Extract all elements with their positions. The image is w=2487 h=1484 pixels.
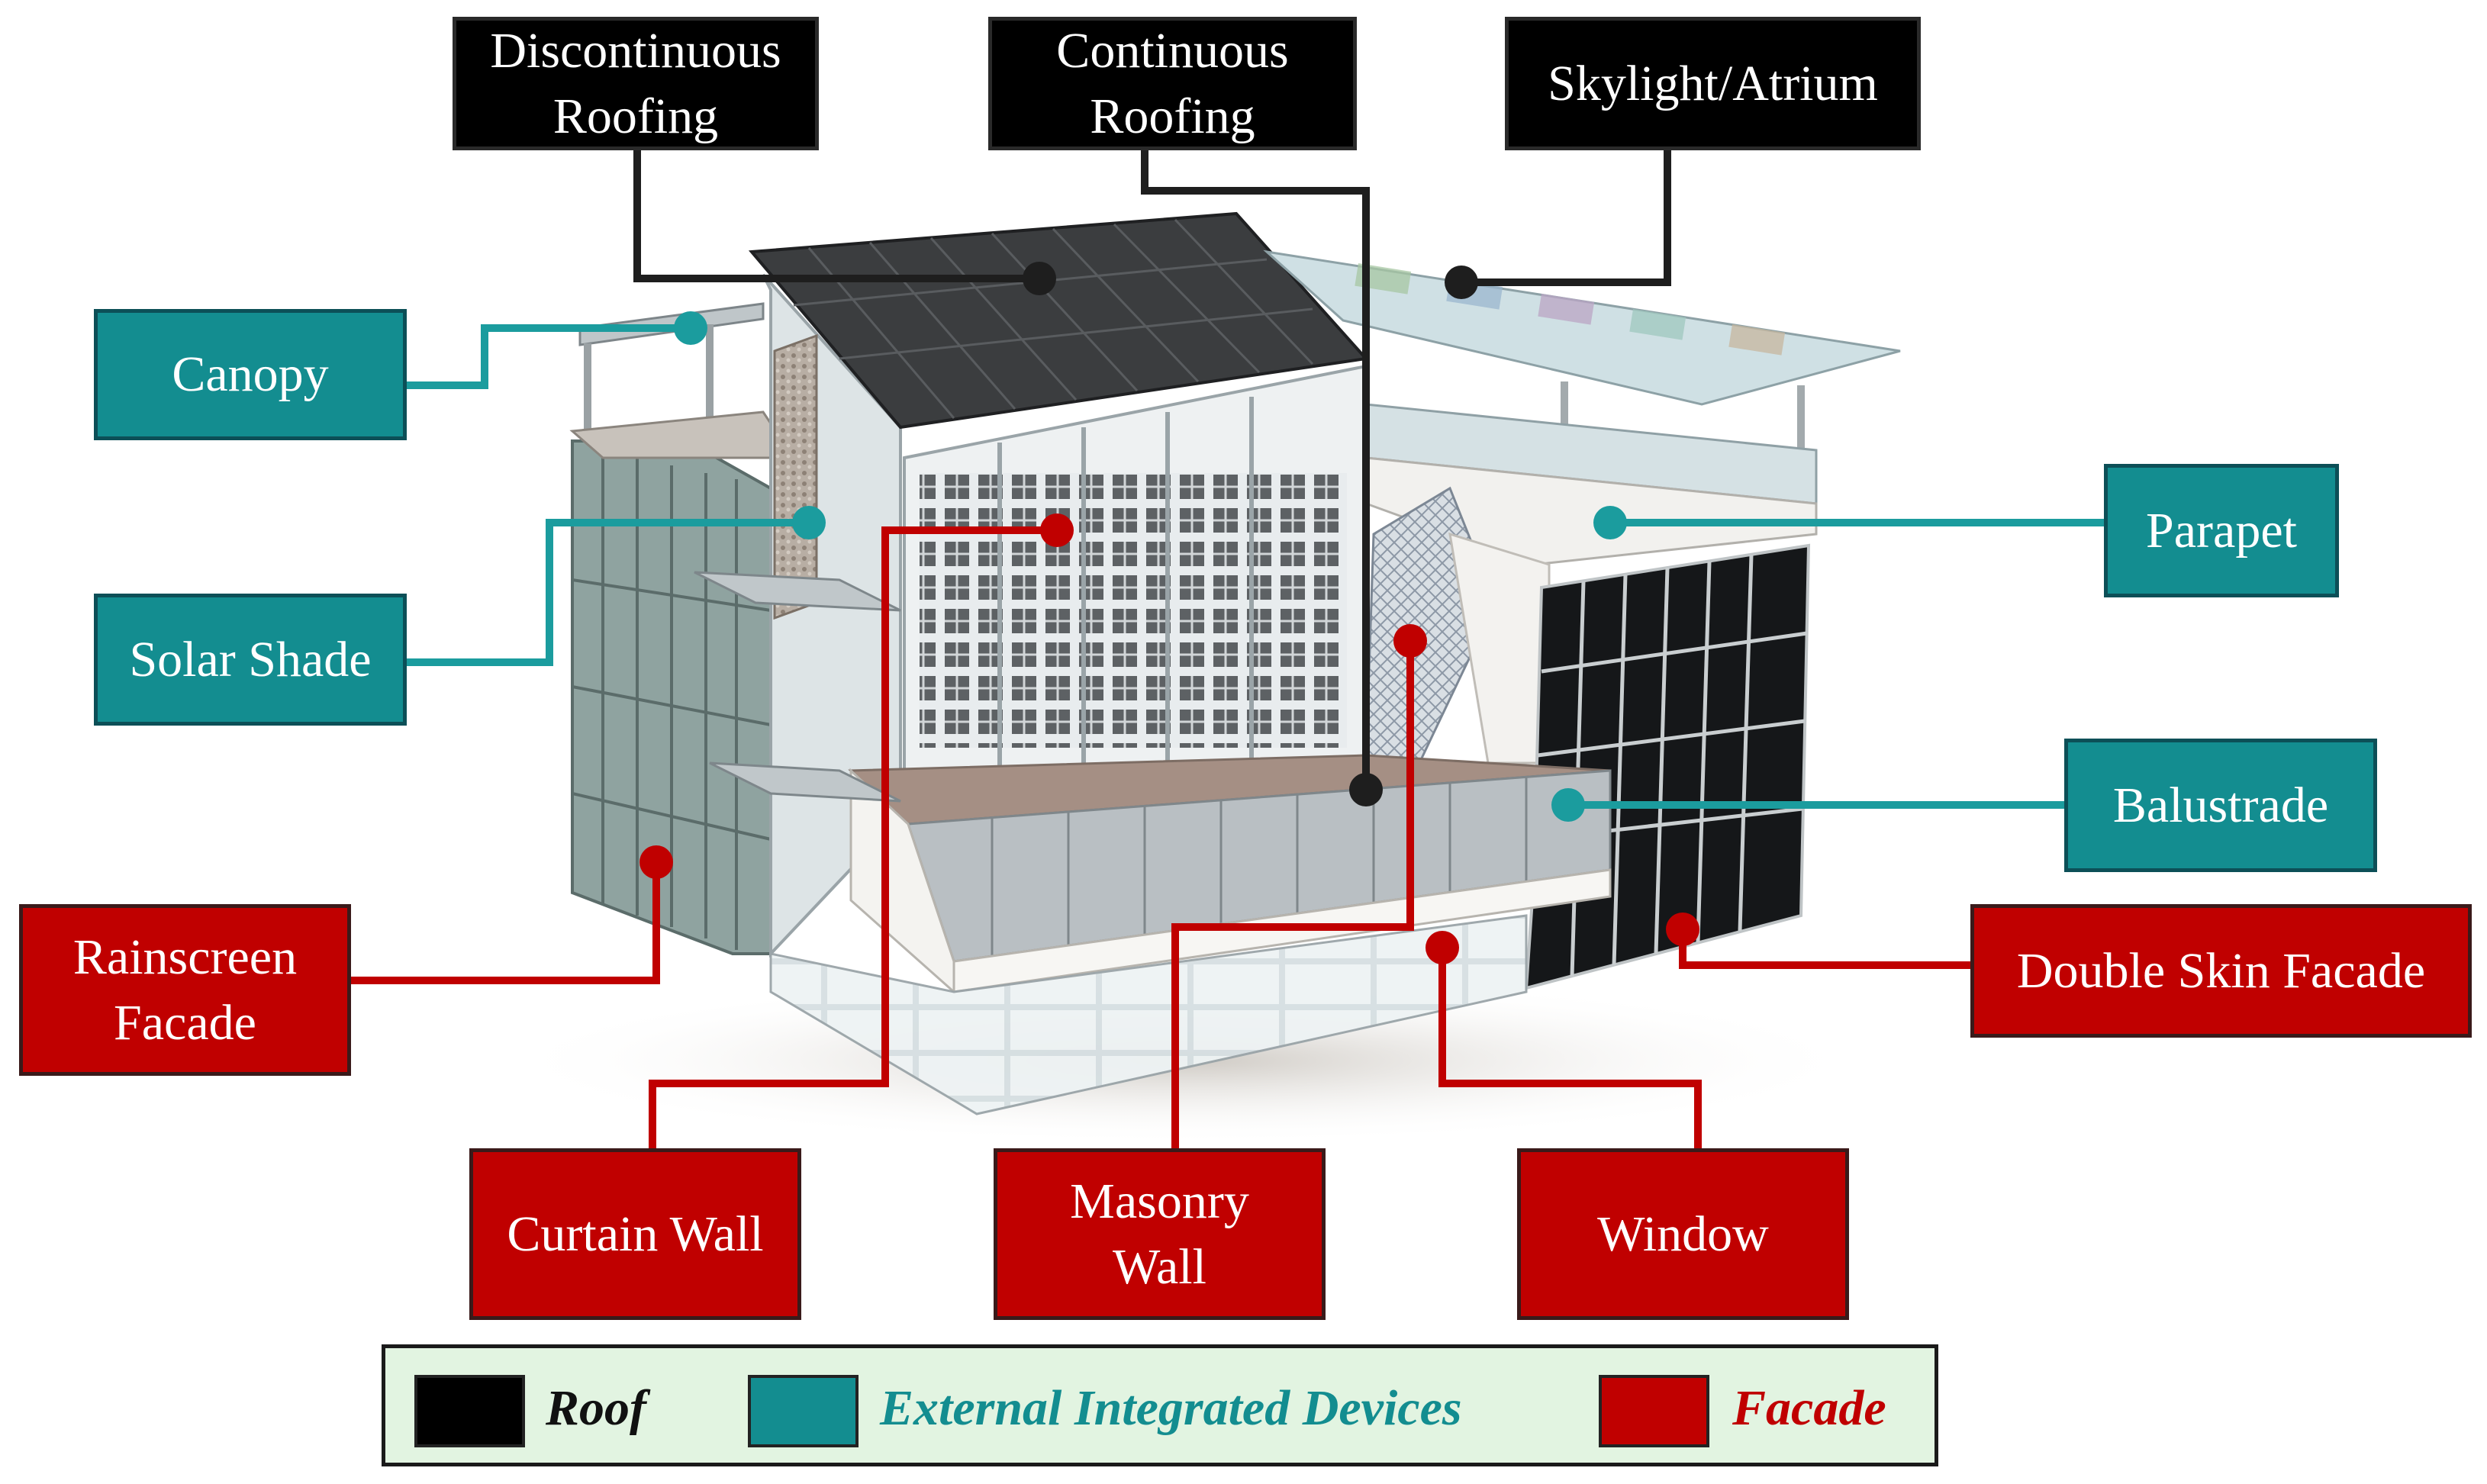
label-curtain-wall: Curtain Wall	[469, 1148, 801, 1320]
leader-window	[1438, 948, 1702, 1148]
legend-label-external-devices: External Integrated Devices	[880, 1380, 1462, 1436]
label-balustrade: Balustrade	[2064, 739, 2377, 872]
dot-solar-shade	[792, 506, 826, 539]
leader-curtain-wall	[649, 526, 1057, 1148]
legend-swatch-external-devices	[748, 1375, 859, 1447]
leader-discontinuous-roofing	[633, 149, 1039, 282]
skylight-panel	[1263, 249, 1901, 406]
label-double-skin-facade: Double Skin Facade	[1970, 904, 2472, 1038]
dot-double-skin	[1666, 913, 1699, 946]
dot-rainscreen	[639, 845, 673, 879]
dot-continuous-roofing	[1349, 773, 1383, 806]
label-parapet: Parapet	[2104, 464, 2339, 597]
leader-continuous-roofing	[1141, 149, 1370, 790]
dot-parapet	[1593, 506, 1627, 539]
legend-swatch-facade	[1599, 1375, 1709, 1447]
dot-curtain-wall	[1040, 513, 1074, 547]
canopy-deck	[569, 410, 796, 459]
label-rainscreen-facade: Rainscreen Facade	[19, 904, 351, 1076]
legend: Roof External Integrated Devices Facade	[382, 1344, 1938, 1466]
label-masonry-wall: Masonry Wall	[994, 1148, 1326, 1320]
dot-masonry-wall	[1393, 624, 1427, 658]
legend-swatch-roof	[414, 1375, 525, 1447]
leader-masonry-wall	[1171, 641, 1414, 1148]
grille-panel	[920, 473, 1347, 748]
label-continuous-roofing: Continuous Roofing	[988, 17, 1357, 150]
label-solar-shade: Solar Shade	[94, 594, 407, 726]
solar-louvre-1	[694, 571, 901, 612]
dot-window	[1426, 931, 1459, 964]
leader-rainscreen	[351, 862, 660, 984]
dot-balustrade	[1551, 788, 1585, 822]
legend-label-roof: Roof	[546, 1380, 646, 1436]
dot-skylight	[1445, 266, 1478, 299]
legend-label-facade: Facade	[1732, 1380, 1886, 1436]
label-discontinuous-roofing: Discontinuous Roofing	[453, 17, 819, 150]
solar-louvre-2	[709, 761, 901, 803]
leader-canopy	[404, 324, 691, 389]
ground-floor-glass	[769, 914, 1528, 1115]
label-canopy: Canopy	[94, 309, 407, 440]
leader-skylight	[1461, 149, 1671, 286]
label-window: Window	[1517, 1148, 1849, 1320]
dot-canopy	[674, 311, 707, 345]
label-skylight-atrium: Skylight/Atrium	[1505, 17, 1921, 150]
leader-solar-shade	[404, 519, 809, 666]
dot-discontinuous-roofing	[1023, 262, 1056, 295]
